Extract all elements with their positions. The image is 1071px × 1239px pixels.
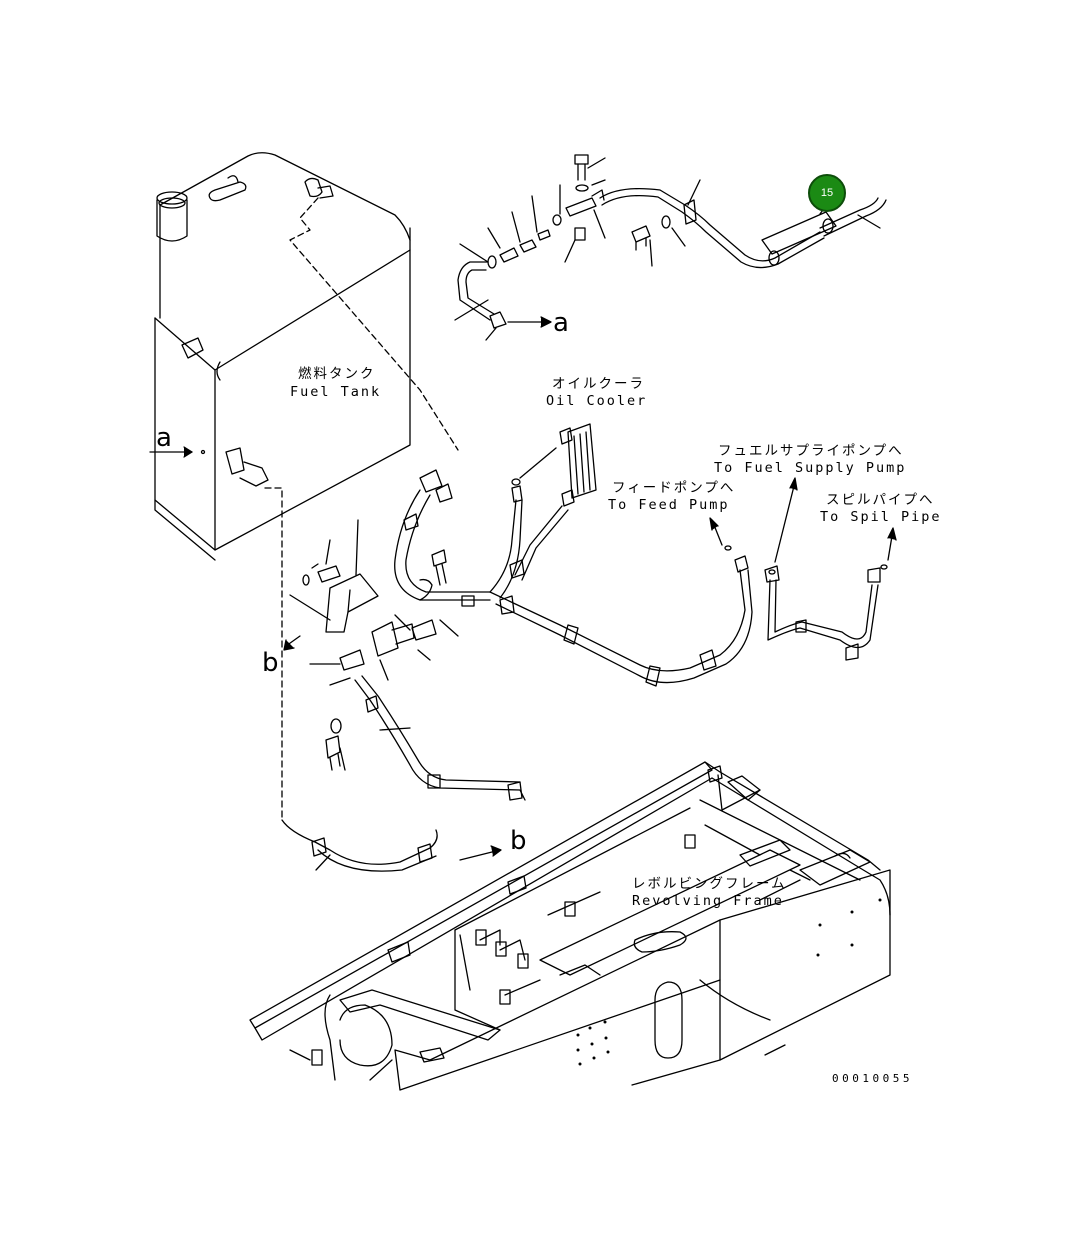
- reference-b-frame: b: [510, 826, 527, 856]
- revolving-frame: [249, 761, 891, 1091]
- spil-pipe-label-en: To Spil Pipe: [820, 509, 942, 525]
- hose-network: [394, 469, 897, 687]
- reference-a-left: a: [156, 423, 172, 453]
- part-callout-number: 15: [820, 187, 834, 199]
- spil-pipe-label-jp: スピルパイプへ: [826, 492, 935, 508]
- revolving-frame-label-jp: レボルビングフレーム: [632, 876, 787, 892]
- oil-cooler-label-jp: オイルクーラ: [552, 376, 645, 392]
- fuel-tank: [149, 152, 459, 821]
- oil-cooler-label-en: Oil Cooler: [546, 393, 648, 409]
- fuel-tank-label-jp: 燃料タンク: [298, 366, 376, 382]
- fuel-supply-label-en: To Fuel Supply Pump: [714, 460, 907, 476]
- part-callout-15[interactable]: 15: [808, 174, 846, 212]
- drawing-number: 00010055: [832, 1072, 913, 1085]
- feed-pump-label-jp: フィードポンプへ: [612, 480, 736, 496]
- lower-hoses: [281, 675, 526, 872]
- revolving-frame-label-en: Revolving Frame: [632, 893, 784, 909]
- valve-bracket: [283, 519, 459, 686]
- fuel-supply-label-jp: フュエルサプライポンプへ: [718, 443, 904, 459]
- oil-cooler: [511, 423, 597, 507]
- reference-b-left: b: [262, 648, 279, 678]
- reference-a-top: a: [553, 308, 569, 338]
- top-return-pipe: [454, 154, 887, 341]
- fuel-tank-label-en: Fuel Tank: [290, 384, 382, 400]
- feed-pump-label-en: To Feed Pump: [608, 497, 730, 513]
